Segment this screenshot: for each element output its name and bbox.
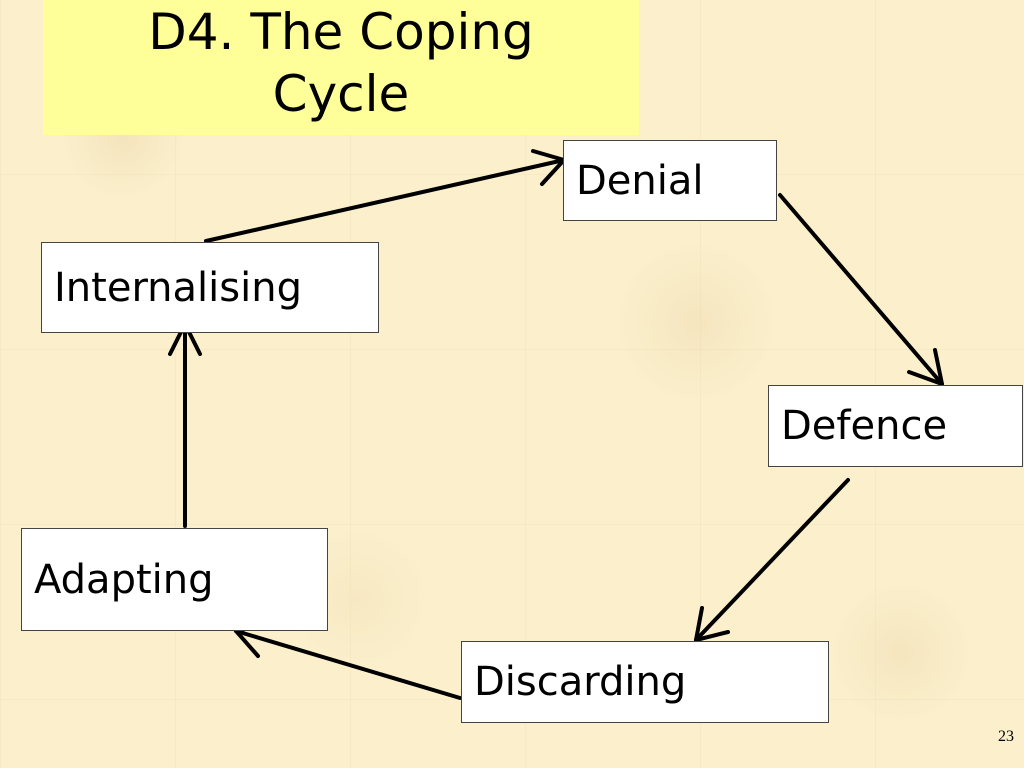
- node-adapting-label: Adapting: [34, 556, 214, 603]
- node-denial: Denial: [563, 140, 777, 221]
- node-discarding-label: Discarding: [474, 659, 687, 705]
- title-banner: D4. The Coping Cycle: [43, 0, 639, 135]
- node-internalising-label: Internalising: [54, 264, 302, 311]
- node-adapting: Adapting: [21, 528, 328, 631]
- node-discarding: Discarding: [461, 641, 829, 723]
- node-internalising: Internalising: [41, 242, 379, 333]
- page-number: 23: [998, 728, 1014, 745]
- page-title: D4. The Coping Cycle: [148, 2, 534, 123]
- arrow-adapting-to-internalising: [168, 322, 202, 528]
- arrow-discarding-to-adapting: [234, 622, 462, 700]
- arrow-denial-to-defence: [778, 193, 944, 386]
- arrow-internalising-to-denial: [204, 149, 566, 243]
- node-defence-label: Defence: [781, 403, 948, 449]
- arrow-defence-to-discarding: [694, 478, 850, 642]
- node-defence: Defence: [768, 385, 1023, 467]
- node-denial-label: Denial: [576, 157, 704, 204]
